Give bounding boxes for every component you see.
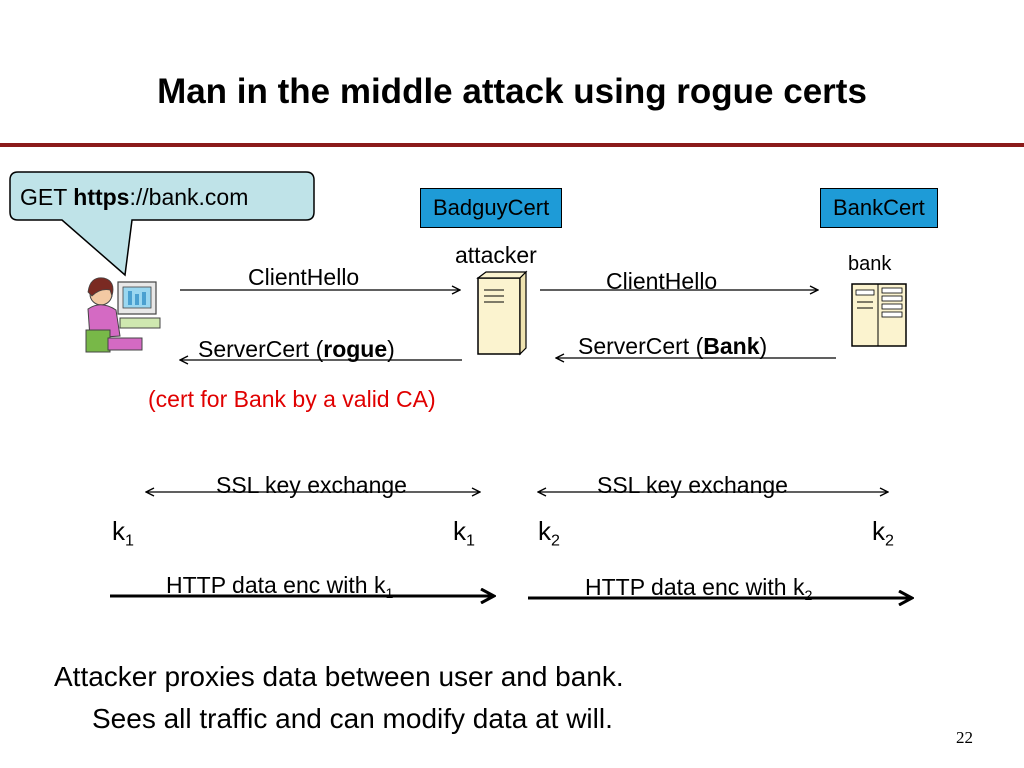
bank-label: bank — [848, 253, 892, 275]
title-rule — [0, 143, 1024, 147]
speech-bubble-shape — [9, 171, 315, 277]
summary-line-2: Sees all traffic and can modify data at … — [92, 703, 613, 734]
bank-cert-box: BankCert — [820, 188, 938, 228]
key-k2-attacker: k2 — [538, 516, 560, 550]
summary-line-1: Attacker proxies data between user and b… — [54, 661, 624, 692]
rogue-cert-note: (cert for Bank by a valid CA) — [148, 386, 436, 412]
badguy-cert-box: BadguyCert — [420, 188, 563, 228]
ssl-label-right: SSL key exchange — [597, 472, 788, 498]
slide-title: Man in the middle attack using rogue cer… — [157, 72, 867, 111]
key-k1-client: k1 — [112, 516, 134, 550]
key-k2-bank: k2 — [872, 516, 894, 550]
speech-bubble-text: GET https://bank.com — [20, 184, 249, 210]
attacker-label: attacker — [455, 242, 537, 268]
http-label-right: HTTP data enc with k2 — [585, 574, 813, 604]
client-hello-label-left: ClientHello — [248, 264, 360, 290]
bank-server-icon — [851, 283, 907, 347]
user-computer-icon — [85, 277, 161, 353]
attacker-server-icon — [476, 270, 528, 356]
http-label-left: HTTP data enc with k1 — [166, 572, 394, 602]
server-cert-label-left: ServerCert (rogue) — [198, 336, 395, 362]
server-cert-label-right: ServerCert (Bank) — [578, 333, 768, 359]
client-hello-label-right: ClientHello — [606, 268, 718, 294]
key-k1-attacker: k1 — [453, 516, 475, 550]
ssl-label-left: SSL key exchange — [216, 472, 407, 498]
page-number: 22 — [956, 728, 973, 747]
